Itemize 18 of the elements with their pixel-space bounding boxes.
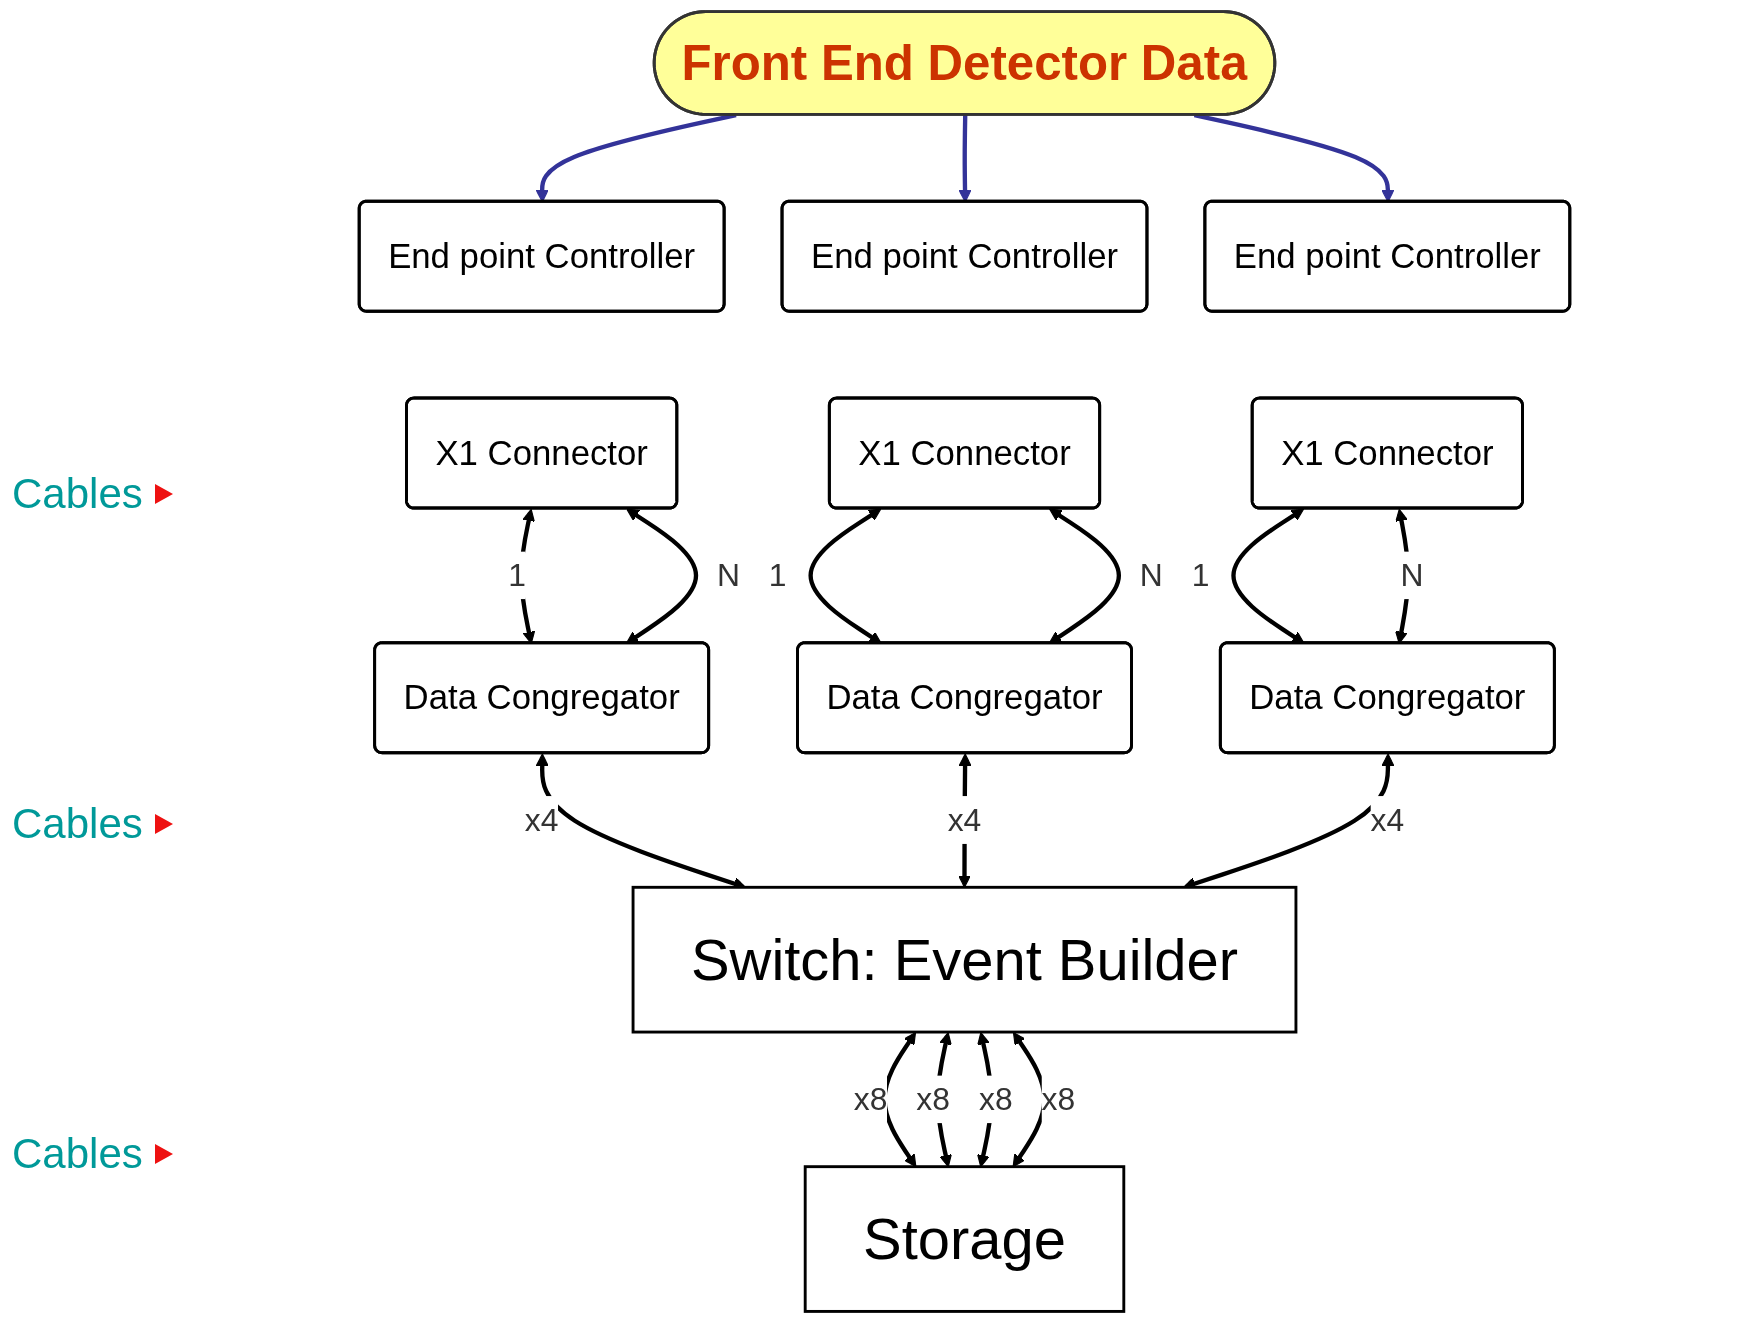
edge-label: x8 [916, 1081, 951, 1118]
edge-label: x8 [978, 1081, 1013, 1118]
edge-label: 1 [508, 557, 526, 594]
side-label: Cables [12, 1130, 143, 1178]
edge-label: x8 [853, 1081, 888, 1118]
edge-label: N [1400, 557, 1424, 594]
node-box: Storage [803, 1165, 1126, 1313]
edge-label: 1 [1191, 557, 1210, 594]
side-label: Cables [12, 470, 143, 518]
edge-label: x4 [1370, 801, 1405, 839]
edge-label: 1 [768, 557, 787, 594]
edge-label: N [716, 557, 740, 594]
edge-label: x8 [1041, 1081, 1076, 1118]
edge-label: N [1139, 557, 1163, 594]
node-box: Switch: Event Builder [631, 885, 1298, 1034]
edge-label: x4 [947, 801, 982, 839]
edge-label: x4 [524, 801, 559, 839]
side-label: Cables [12, 800, 143, 848]
